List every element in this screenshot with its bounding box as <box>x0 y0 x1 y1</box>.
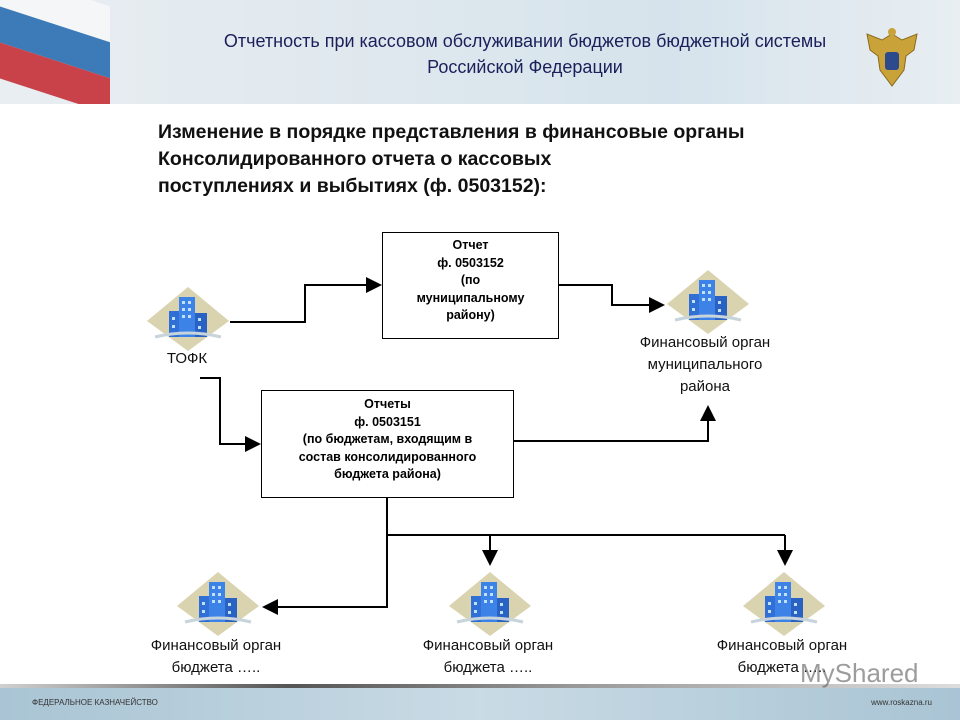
arrow-reports151-to-budget-1 <box>262 497 388 615</box>
arrow-report152-to-municipal <box>558 284 665 313</box>
slide-subtitle: Изменение в порядке представления в фина… <box>158 119 918 200</box>
box-line: Отчеты <box>364 397 411 411</box>
slide-footer <box>0 688 960 720</box>
budget-finance-body-label: Финансовый орган бюджета ….. <box>116 635 316 679</box>
slide-header: Отчетность при кассовом обслуживании бюд… <box>0 0 960 104</box>
label-line: муниципального <box>647 356 763 373</box>
label-line: бюджета ….. <box>171 659 261 676</box>
double-headed-eagle-emblem-icon <box>866 28 918 87</box>
budget-finance-body-label: Финансовый орган бюджета ….. <box>388 635 588 679</box>
subtitle-line: Консолидированного отчета о кассовых <box>158 148 552 170</box>
label-line: Финансовый орган <box>150 637 282 654</box>
building-icon <box>447 570 533 636</box>
label-line: бюджета ….. <box>443 659 533 676</box>
label-line: Финансовый орган <box>716 637 848 654</box>
building-icon <box>145 285 231 351</box>
label-line: бюджета ….. <box>737 659 827 676</box>
box-line: состав консолидированного <box>298 449 477 464</box>
header-title: Отчетность при кассовом обслуживании бюд… <box>223 31 827 77</box>
footer-divider <box>0 684 960 688</box>
box-line: (по <box>460 273 481 287</box>
box-line: ф. 0503151 <box>354 414 421 429</box>
footer-website-link[interactable]: www.roskazna.ru <box>871 698 932 707</box>
budget-finance-body-label: Финансовый орган бюджета ….. <box>682 635 882 679</box>
building-icon <box>665 268 751 334</box>
box-line: Отчет <box>452 238 489 252</box>
building-icon <box>175 570 261 636</box>
subtitle-line: поступлениях и выбытиях (ф. 0503152): <box>158 175 547 197</box>
reports-0503151-box: Отчеты ф. 0503151 (по бюджетам, входящим… <box>261 390 514 498</box>
municipal-finance-body-label: Финансовый орган муниципального района <box>605 332 805 398</box>
arrow-tofk-to-report152 <box>230 277 382 323</box>
watermark: MyShared <box>800 658 919 688</box>
box-line: бюджета района) <box>334 467 441 481</box>
tofk-label: ТОФК <box>166 350 208 367</box>
label-line: Финансовый орган <box>422 637 554 654</box>
subtitle-line: Изменение в порядке представления в фина… <box>158 121 745 143</box>
label-line: района <box>679 378 731 395</box>
box-line: (по бюджетам, входящим в <box>302 432 473 446</box>
box-line: району) <box>446 308 495 322</box>
arrow-tofk-to-reports151 <box>200 377 261 452</box>
report-0503152-box: Отчет ф. 0503152 (по муниципальному райо… <box>382 232 559 339</box>
arrow-reports151-to-municipal <box>513 405 716 442</box>
building-icon <box>741 570 827 636</box>
box-line: ф. 0503152 <box>437 255 504 270</box>
footer-org-name: ФЕДЕРАЛЬНОЕ КАЗНАЧЕЙСТВО <box>32 698 158 707</box>
box-line: муниципальному <box>416 290 525 305</box>
label-line: Финансовый орган <box>639 334 771 351</box>
